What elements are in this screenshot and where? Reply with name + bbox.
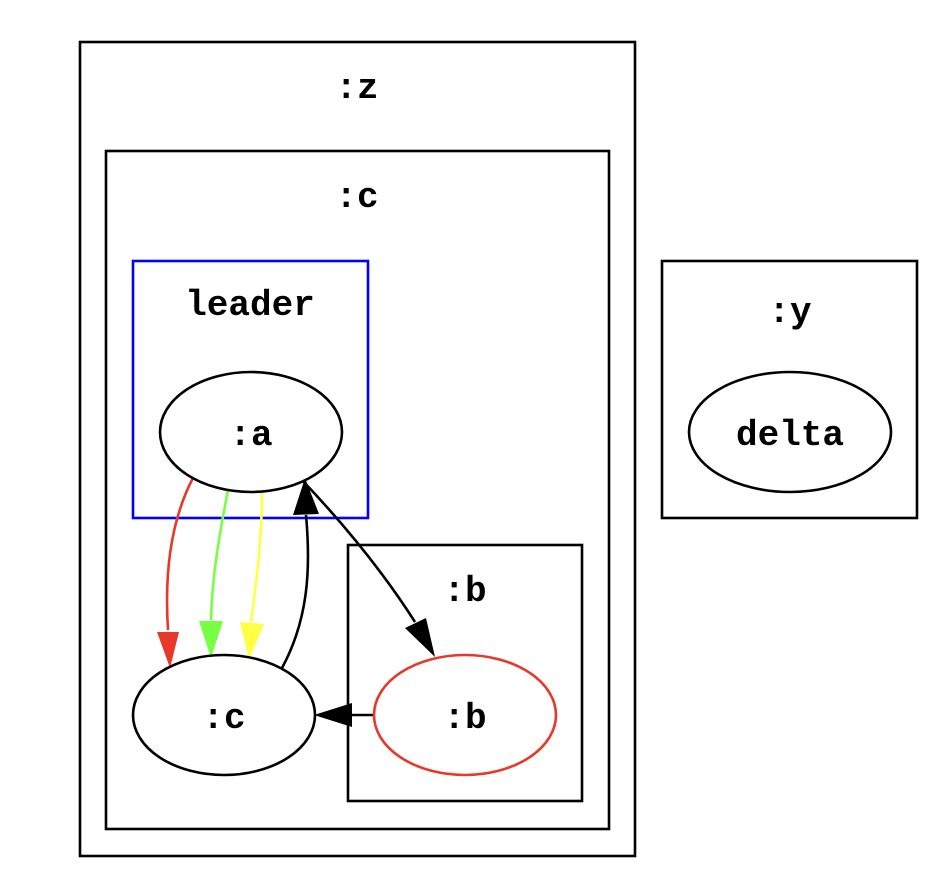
cluster-b: :b [346, 543, 584, 803]
node-delta-shape[interactable] [687, 370, 893, 494]
node-delta[interactable]: delta [687, 370, 893, 494]
edge-a-to-b [299, 477, 435, 657]
cluster-z-label: :z [335, 68, 378, 109]
node-a-shape[interactable] [158, 370, 344, 494]
node-b-label: :b [443, 698, 486, 739]
cluster-y: :y [660, 259, 919, 520]
node-a[interactable]: :a [158, 370, 344, 494]
cluster-leader-box [131, 259, 370, 520]
cluster-y-label: :y [768, 292, 811, 333]
node-c-label: :c [202, 698, 245, 739]
node-b-shape[interactable] [372, 653, 558, 777]
cluster-b-label: :b [443, 571, 486, 612]
node-c-shape[interactable] [131, 653, 317, 777]
cluster-b-box [346, 543, 584, 803]
edge-b-to-c [314, 703, 375, 727]
edge-c-to-a [280, 478, 319, 669]
cluster-c: :c [104, 149, 611, 831]
cluster-y-box [660, 259, 919, 520]
cluster-z: :z [78, 40, 637, 858]
cluster-c-box [104, 149, 611, 831]
node-b[interactable]: :b [372, 653, 558, 777]
edges [157, 477, 435, 727]
edge-a-to-c-yellow [240, 489, 264, 660]
node-c[interactable]: :c [131, 653, 317, 777]
cluster-z-box [78, 40, 637, 858]
edge-a-to-c-red [157, 477, 195, 668]
edge-a-to-c-green [199, 489, 230, 658]
cluster-leader-label: leader [185, 285, 315, 326]
cluster-c-label: :c [335, 177, 378, 218]
node-delta-label: delta [736, 415, 844, 456]
node-a-label: :a [229, 415, 272, 456]
cluster-leader: leader [131, 259, 370, 520]
